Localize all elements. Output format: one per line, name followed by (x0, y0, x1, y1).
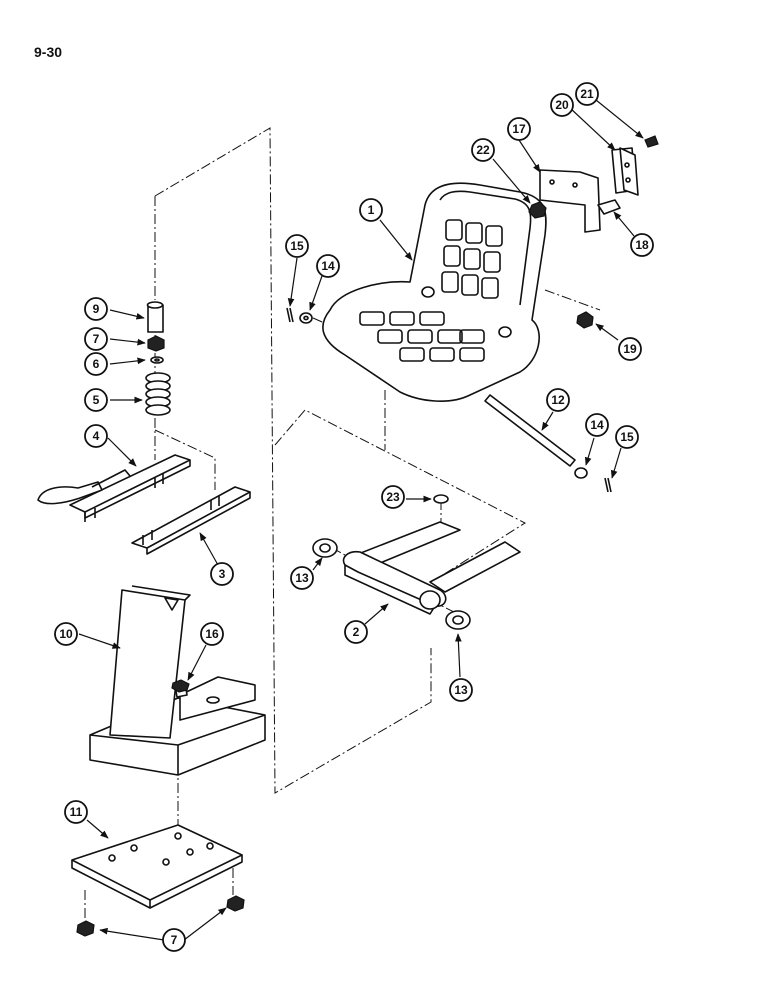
svg-text:18: 18 (635, 238, 649, 252)
svg-text:22: 22 (476, 143, 490, 157)
svg-text:1: 1 (368, 203, 375, 217)
svg-text:12: 12 (551, 393, 565, 407)
callout-3: 3 (210, 562, 234, 586)
column-housing-part-10 (89, 585, 266, 776)
svg-text:4: 4 (93, 429, 100, 443)
svg-text:9: 9 (93, 302, 100, 316)
svg-text:7: 7 (171, 933, 178, 947)
svg-text:11: 11 (70, 805, 83, 819)
callout-14-left: 14 (316, 254, 340, 278)
callout-13-left: 13 (290, 566, 314, 590)
svg-text:21: 21 (580, 87, 594, 101)
callout-20: 20 (550, 93, 574, 117)
callout-5: 5 (84, 388, 108, 412)
svg-text:23: 23 (386, 490, 400, 504)
svg-text:17: 17 (512, 122, 526, 136)
svg-text:14: 14 (590, 418, 604, 432)
page-number: 9-30 (34, 44, 63, 60)
callout-4: 4 (84, 424, 108, 448)
bracket-parts-17-20 (528, 135, 659, 233)
callout-6: 6 (84, 352, 108, 376)
svg-text:2: 2 (353, 625, 360, 639)
callout-12: 12 (546, 388, 570, 412)
svg-text:20: 20 (555, 98, 569, 112)
seat-support-part-2 (312, 521, 521, 630)
callout-9: 9 (84, 297, 108, 321)
svg-text:10: 10 (59, 627, 73, 641)
callout-18: 18 (630, 233, 654, 257)
callout-15-right: 15 (615, 425, 639, 449)
callout-11: 11 (64, 800, 88, 824)
seat-part-1 (322, 182, 547, 402)
svg-text:7: 7 (93, 332, 100, 346)
spring-stack (145, 301, 171, 416)
svg-text:19: 19 (623, 342, 637, 356)
svg-text:15: 15 (290, 239, 304, 253)
callout-1: 1 (359, 198, 383, 222)
assembly-lines (84, 127, 601, 920)
svg-text:3: 3 (219, 567, 226, 581)
callout-16: 16 (200, 622, 224, 646)
callout-17: 17 (507, 117, 531, 141)
svg-text:13: 13 (295, 571, 309, 585)
callout-22: 22 (471, 138, 495, 162)
callout-13-right: 13 (449, 678, 473, 702)
svg-text:14: 14 (321, 259, 335, 273)
svg-text:6: 6 (93, 357, 100, 371)
svg-text:16: 16 (205, 627, 219, 641)
callout-14-right: 14 (585, 413, 609, 437)
slide-rail-part-3 (131, 486, 251, 555)
callout-19: 19 (618, 337, 642, 361)
slide-rail-part-4 (37, 454, 191, 522)
svg-text:15: 15 (620, 430, 634, 444)
callout-2: 2 (344, 620, 368, 644)
callout-10: 10 (54, 622, 78, 646)
leader-lines (78, 99, 644, 941)
callout-7: 7 (84, 327, 108, 351)
callout-7-bottom: 7 (162, 928, 186, 952)
callout-23: 23 (381, 485, 405, 509)
callout-21: 21 (575, 82, 599, 106)
callout-15-left: 15 (285, 234, 309, 258)
hardware-parts (286, 307, 612, 504)
svg-text:13: 13 (454, 683, 468, 697)
rod-part-12 (484, 394, 576, 467)
svg-text:5: 5 (93, 393, 100, 407)
base-plate-part-11 (71, 824, 245, 937)
